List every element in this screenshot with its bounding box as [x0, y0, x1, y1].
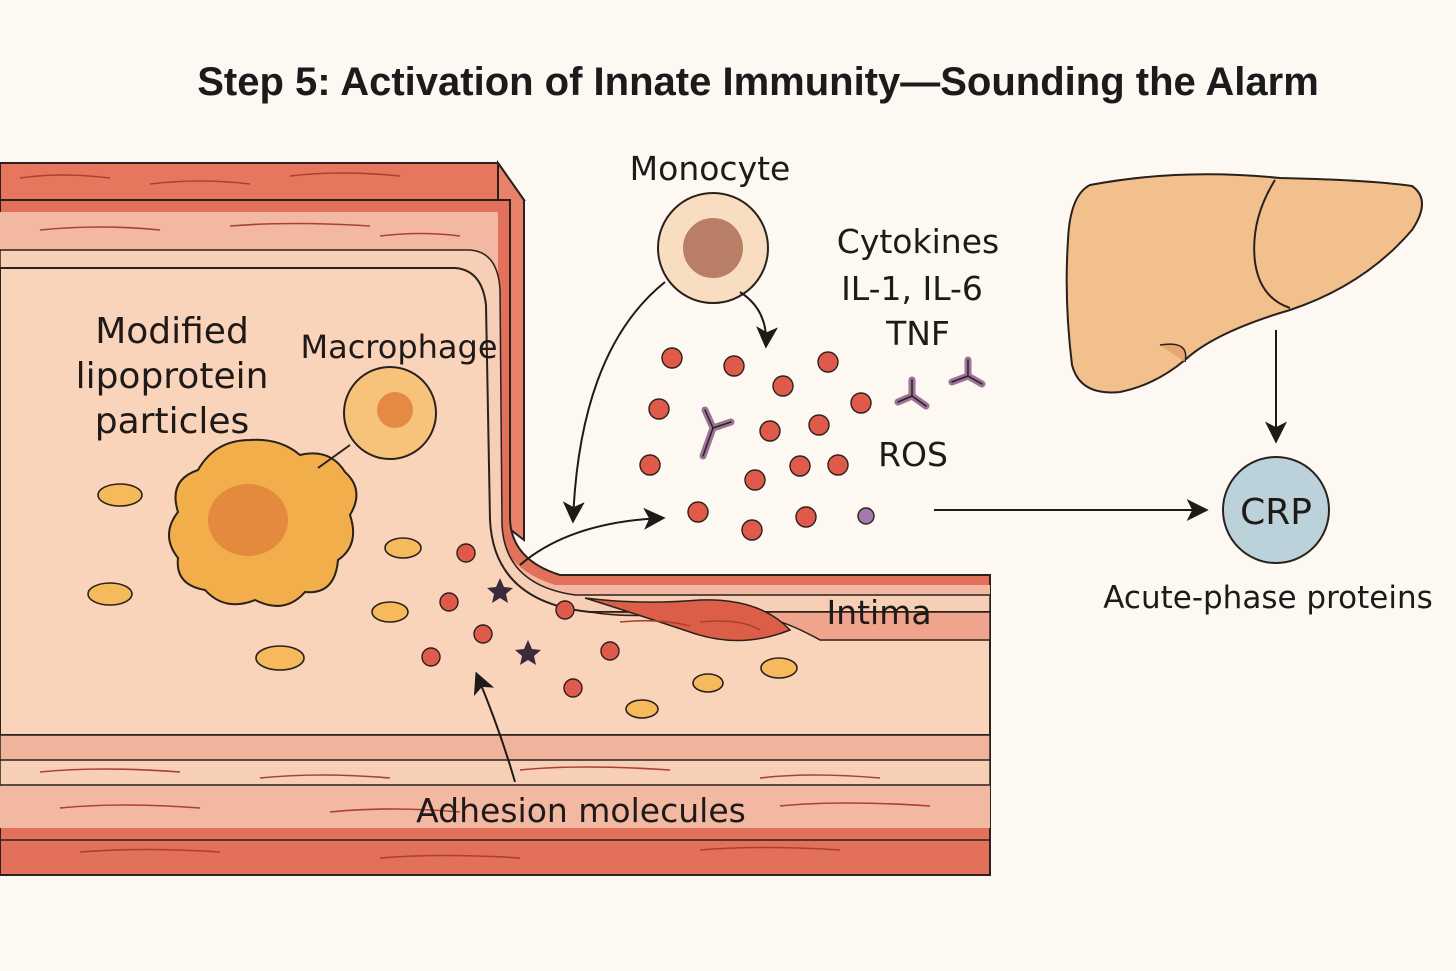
liver-organ — [1065, 173, 1423, 394]
crp-label: CRP — [1240, 492, 1312, 533]
monocyte-cell — [657, 192, 769, 304]
ros-label: ROS — [878, 435, 948, 474]
modified-label-line2: lipoprotein — [76, 356, 269, 397]
wall-top-face — [0, 162, 526, 201]
modified-label-line1: Modified — [95, 311, 249, 352]
purple-dot — [857, 507, 875, 525]
crp-node — [1222, 456, 1330, 564]
monocyte-label: Monocyte — [630, 149, 791, 188]
macrophage-label: Macrophage — [300, 328, 497, 366]
cytokine-dots — [639, 347, 872, 541]
foam-cell — [168, 438, 358, 607]
intima-label: Intima — [826, 593, 931, 632]
adhesion-stars — [487, 578, 541, 665]
arrow-wall-to-cytokines — [519, 507, 666, 566]
arrow-adhesion-label — [473, 671, 516, 783]
modified-label-line3: particles — [95, 401, 250, 442]
diagram-title: Step 5: Activation of Innate Immunity—So… — [197, 60, 1319, 104]
adhesion-label: Adhesion molecules — [416, 791, 746, 830]
cytokines-label-line3: TNF — [885, 314, 950, 353]
acute-phase-label: Acute-phase proteins — [1103, 580, 1433, 616]
lipid-particles — [87, 483, 798, 719]
arrow-monocyte-to-wall — [562, 281, 666, 524]
macrophage-cell — [343, 366, 437, 460]
wall-inflammatory-dots — [421, 543, 620, 698]
cytokines-label-line2: IL-1, IL-6 — [841, 269, 983, 308]
lower-wall-stripe — [0, 734, 991, 761]
cytokines-label-line1: Cytokines — [837, 222, 999, 261]
wall-texture — [19, 172, 931, 859]
artery-wall — [0, 159, 991, 876]
arrow-monocyte-to-cytokines — [739, 291, 779, 349]
arrows — [473, 281, 1287, 783]
